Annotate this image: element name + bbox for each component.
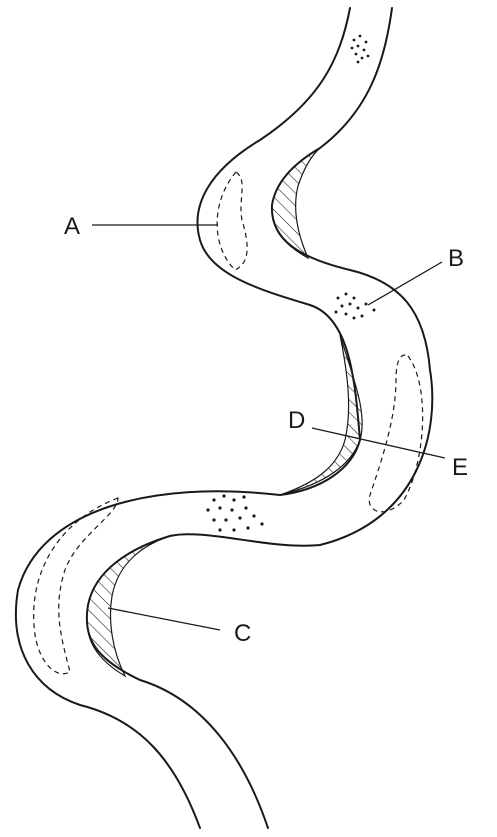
river-bank-right: [85, 7, 434, 829]
stippled-deposit-lower: [206, 494, 264, 532]
label-b: B: [448, 245, 464, 272]
label-d: D: [288, 407, 305, 434]
pool-outline-lower: [33, 497, 119, 675]
label-e: E: [452, 454, 468, 481]
point-bar-deposit-lower: [86, 535, 171, 678]
stippled-deposit-top: [350, 34, 370, 64]
leader-c: [107, 607, 221, 631]
river-bank-left: [14, 7, 361, 829]
label-c: C: [234, 620, 251, 647]
pool-outline-upper: [216, 171, 248, 271]
pool-outline-middle: [368, 354, 424, 513]
stippled-deposit-b: [334, 292, 376, 320]
leader-b: [367, 261, 443, 306]
leader-d-e: [311, 427, 446, 459]
label-a: A: [64, 213, 80, 240]
